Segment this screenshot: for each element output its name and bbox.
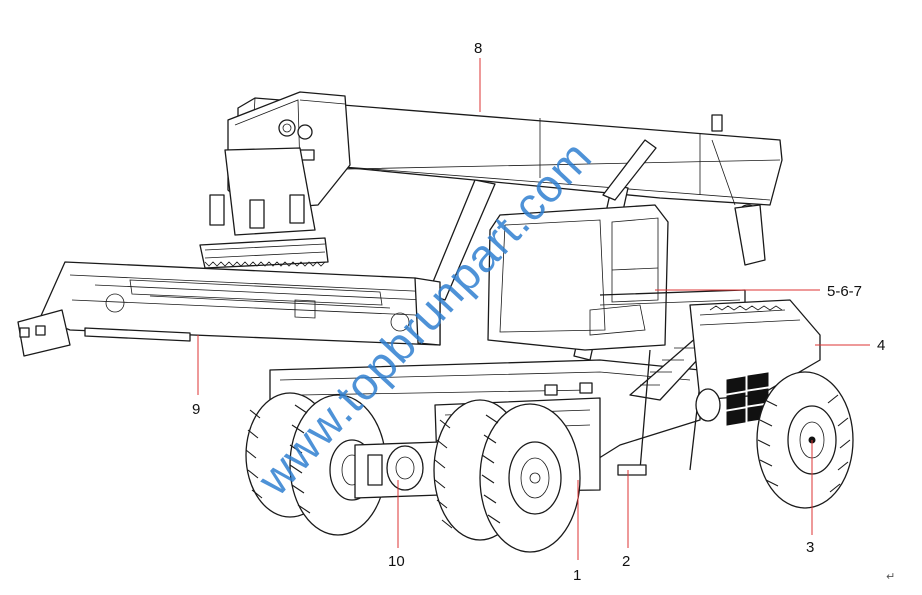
rear-wheel: [756, 371, 854, 509]
callout-9: 9: [192, 401, 200, 418]
front-wheels-left: [245, 392, 387, 536]
callout-10: 10: [388, 553, 405, 570]
callout-3: 3: [806, 539, 814, 556]
front-axle: [354, 441, 441, 499]
callout-4: 4: [877, 337, 885, 354]
callout-2: 2: [622, 553, 630, 570]
spreader: [17, 147, 441, 357]
engine-compartment: [689, 299, 821, 426]
leader-lines: [197, 58, 870, 560]
callout-1: 1: [573, 567, 581, 584]
callout-5-6-7: 5-6-7: [827, 283, 862, 300]
callout-8: 8: [474, 40, 482, 57]
front-wheels-right: [433, 399, 581, 553]
paragraph-mark: ↵: [886, 570, 895, 583]
callout-labels: 8 5-6-7 4 9 3 2 10 1: [192, 40, 885, 584]
